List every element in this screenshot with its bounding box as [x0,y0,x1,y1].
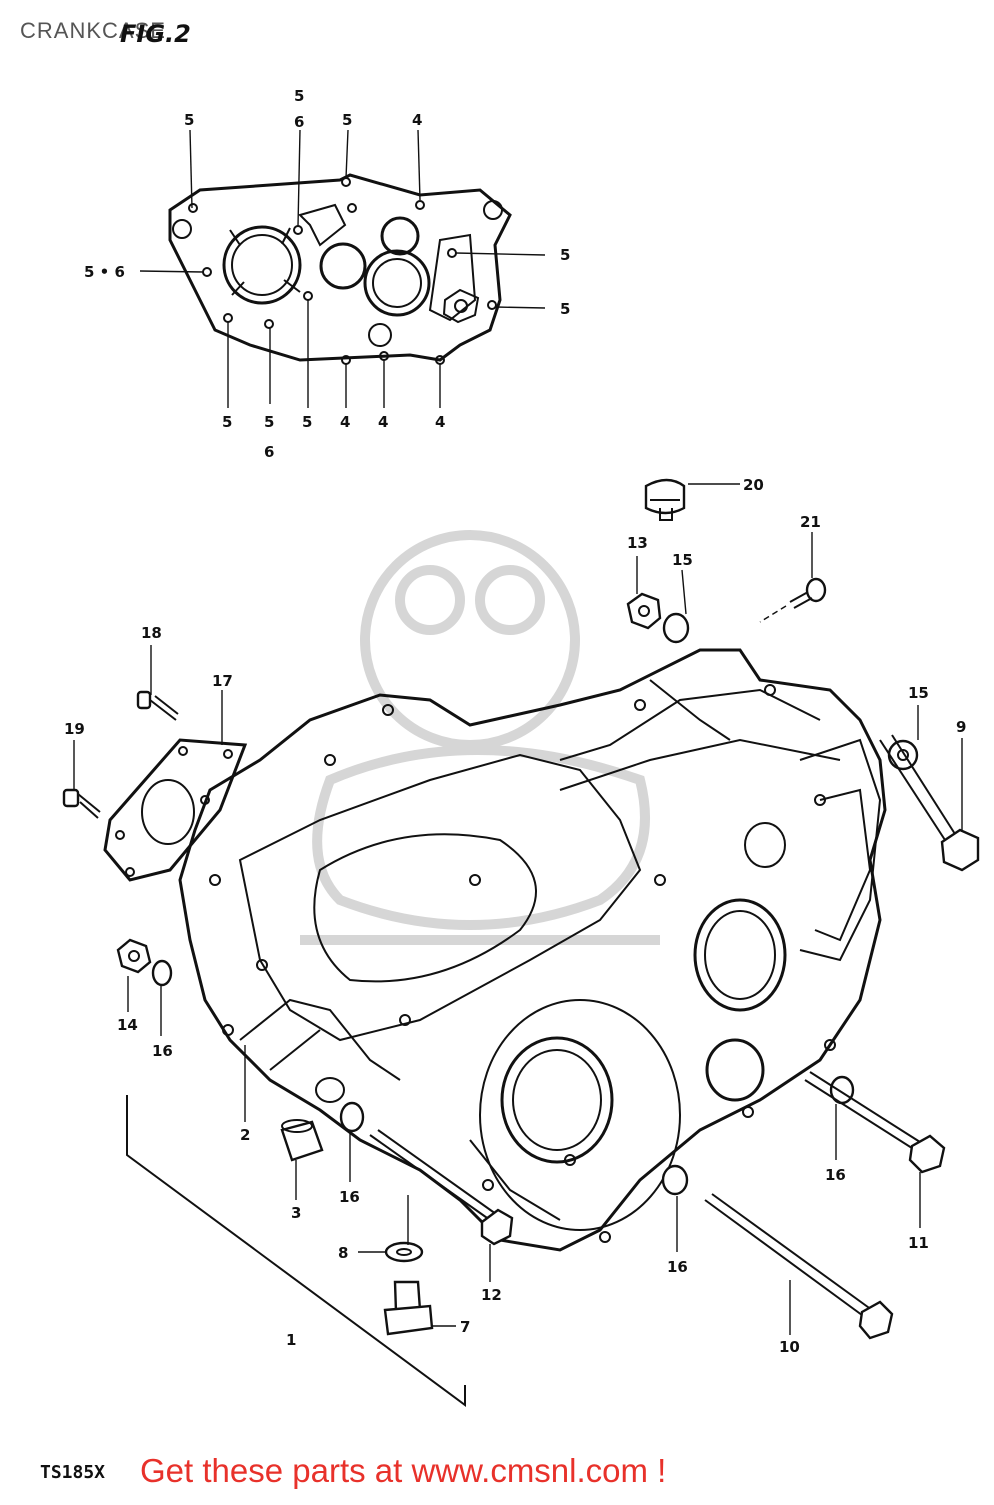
dowel-pin-3 [280,1119,324,1162]
callout-21: 21 [800,513,821,531]
crankcase-half-inset [139,129,546,408]
callout-4: 4 [412,111,422,129]
bolt-10 [704,1193,894,1340]
crankcase-main [178,648,887,1252]
callout-9: 9 [956,718,966,736]
screw-18 [136,690,179,721]
callout-5-6: 5 • 6 [84,263,125,281]
callout-4: 4 [378,413,388,431]
callout-13: 13 [627,534,648,552]
callout-5: 5 [294,87,304,105]
callout-11: 11 [908,1234,929,1252]
callout-4: 4 [435,413,445,431]
callout-15: 15 [908,684,929,702]
bolt-9 [879,734,980,872]
case-bolt-holes [209,684,836,1243]
page-title: CRANKCASE [20,18,166,43]
callout-5: 5 [560,300,570,318]
washer-15-top [662,612,690,644]
callout-5: 5 [302,413,312,431]
stud-12 [369,1129,514,1246]
gasket-17 [103,738,248,882]
callout-14: 14 [117,1016,138,1034]
callout-5: 5 [222,413,232,431]
callout-12: 12 [481,1286,502,1304]
figure-number: FIG.2 [120,20,191,48]
callout-5: 5 [342,111,352,129]
model-code: TS185X [40,1462,106,1483]
main-leader-lines [73,483,963,1335]
bracket-1 [126,1095,466,1407]
washer-16-right [661,1164,689,1196]
callout-4: 4 [340,413,350,431]
nut-14 [116,938,152,974]
callout-16: 16 [339,1188,360,1206]
bolt-holes [188,177,497,365]
cap-20 [644,478,686,521]
callout-5: 5 [560,246,570,264]
callout-16: 16 [152,1042,173,1060]
drain-bolt-7 [383,1280,434,1336]
screw-21 [759,577,827,623]
callout-15: 15 [672,551,693,569]
nut-13 [626,592,662,630]
callout-3: 3 [291,1204,301,1222]
bolt-11 [804,1071,946,1174]
callout-10: 10 [779,1338,800,1356]
washer-8 [384,1241,424,1263]
inset-leader-lines [139,129,546,408]
callout-6: 6 [294,113,304,131]
washer-15-right [887,739,919,771]
callout-1: 1 [286,1331,296,1349]
callout-7: 7 [460,1318,470,1336]
main-callouts: 20 21 13 15 18 17 15 19 9 14 16 2 16 16 … [64,476,966,1356]
callout-18: 18 [141,624,162,642]
inset-callouts: 5 5 6 5 4 5 • 6 5 5 5 5 6 5 4 4 4 [84,87,570,461]
callout-8: 8 [338,1244,348,1262]
callout-5: 5 [264,413,274,431]
callout-20: 20 [743,476,764,494]
washer-16-left [151,959,173,987]
callout-6: 6 [264,443,274,461]
callout-2: 2 [240,1126,250,1144]
callout-16: 16 [667,1258,688,1276]
parts-link-banner[interactable]: Get these parts at www.cmsnl.com ! [140,1452,667,1489]
callout-19: 19 [64,720,85,738]
callout-17: 17 [212,672,233,690]
watermark-logo [300,530,660,945]
callout-5: 5 [184,111,194,129]
callout-16: 16 [825,1166,846,1184]
screw-19 [62,788,101,819]
washer-16-mid [339,1101,365,1133]
